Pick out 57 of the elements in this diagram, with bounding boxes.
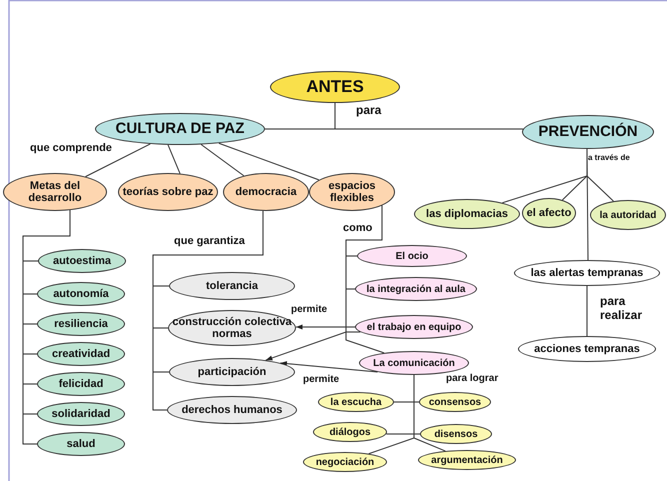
concept-text: creatividad	[52, 348, 110, 360]
concept-text: acciones tempranas	[534, 342, 640, 356]
concept-text: autonomía	[53, 288, 109, 300]
concept-ellipse	[309, 173, 395, 211]
linking-phrase: que garantiza	[174, 235, 245, 248]
concept-text: salud	[66, 438, 96, 450]
connector-line	[200, 144, 244, 176]
concept-text: el afecto	[526, 206, 572, 220]
concept-ellipse	[420, 424, 492, 444]
linking-phrase: como	[343, 222, 372, 236]
concept-text: participación	[198, 366, 266, 378]
concept-text: negociación	[316, 456, 374, 468]
arrow	[280, 361, 378, 372]
concept-text: las alertas tempranas	[530, 266, 644, 280]
linking-phrase: para lograr	[446, 373, 498, 385]
concept-text: la integración al aula	[366, 284, 466, 294]
connector-line	[334, 102, 524, 130]
concept-text: disensos	[434, 428, 478, 440]
concept-text: Metas del desarrollo	[27, 180, 83, 204]
concept-text: PREVENCIÓN	[538, 124, 638, 140]
concept-text: felicidad	[58, 378, 104, 390]
concept-ellipse	[590, 200, 666, 230]
concept-text: consensos	[428, 396, 482, 408]
linking-phrase: a través de	[588, 153, 630, 163]
concept-ellipse	[522, 198, 576, 228]
concept-text: tolerancia	[206, 280, 258, 292]
concept-text: argumentación	[431, 454, 503, 466]
concept-text: El ocio	[396, 250, 428, 262]
concept-text: resiliencia	[54, 318, 108, 330]
concept-text: la autoridad	[600, 210, 656, 220]
concept-text: diálogos	[329, 426, 371, 438]
connector-line	[586, 286, 588, 336]
concept-text: ANTES	[306, 78, 364, 96]
concept-ellipse	[223, 173, 309, 211]
edge-label: permite	[290, 304, 328, 315]
concept-text: solidaridad	[52, 408, 110, 420]
concept-text: derechos humanos	[182, 404, 282, 416]
concept-text: teorías sobre paz	[122, 186, 214, 198]
linking-phrase: que comprende	[30, 142, 112, 156]
concept-text: CULTURA DE PAZ	[116, 120, 244, 138]
concept-text: espacios flexibles	[327, 180, 377, 204]
arrow	[265, 332, 361, 361]
arrow	[295, 324, 356, 330]
linking-phrase: para realizar	[600, 294, 644, 323]
concept-text: construcción colectiva normas	[171, 316, 293, 340]
concept-text: el trabajo en equipo	[366, 322, 462, 332]
edge-label: permite	[302, 374, 340, 385]
concept-text: La comunicación	[373, 358, 455, 368]
linking-phrase: para	[356, 103, 382, 118]
concept-text: las diplomacias	[426, 208, 508, 220]
connector-line	[586, 148, 588, 260]
connector-line	[414, 374, 446, 452]
connector-line	[85, 144, 151, 178]
connector-line	[168, 144, 180, 174]
concept-text: la escucha	[330, 396, 382, 408]
concept-text: autoestima	[52, 254, 112, 268]
concept-text: democracia	[235, 186, 297, 198]
